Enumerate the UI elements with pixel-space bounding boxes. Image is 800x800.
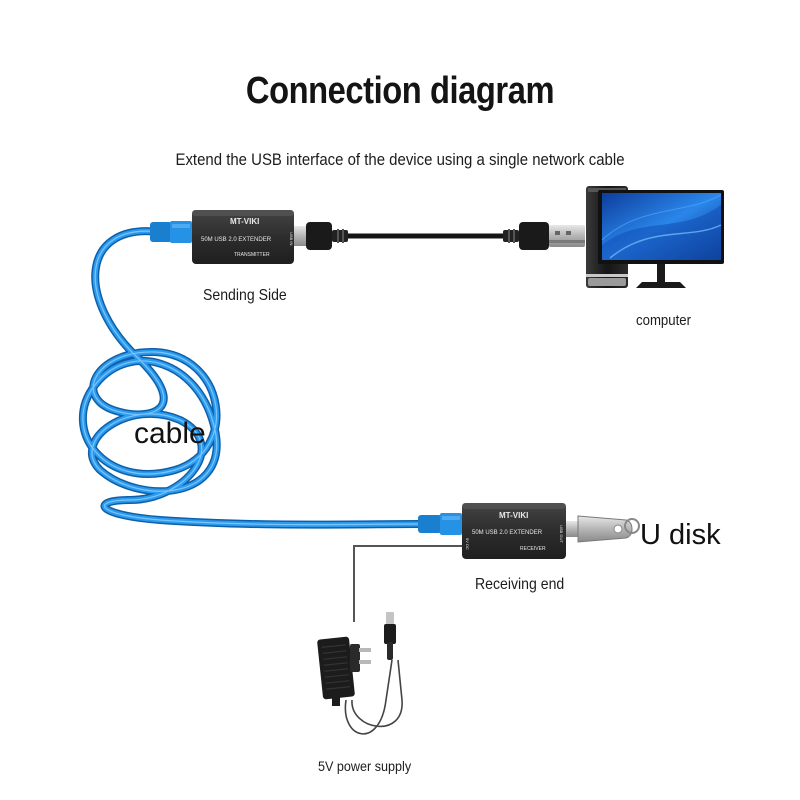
- rj45-plug-icon: [150, 221, 192, 243]
- label-cable: cable: [134, 417, 206, 450]
- power-adapter-icon: [317, 612, 396, 706]
- label-u-disk: U disk: [640, 519, 721, 551]
- receiver-model: 50M USB 2.0 EXTENDER: [472, 530, 543, 536]
- network-cable-icon: [79, 227, 424, 529]
- power-cable-icon: [344, 545, 462, 735]
- page-subtitle: Extend the USB interface of the device u…: [175, 150, 625, 169]
- label-power-supply: 5V power supply: [318, 758, 412, 774]
- receiver-box-icon: MT-VIKI 50M USB 2.0 EXTENDER RECEIVER 5V…: [462, 503, 566, 559]
- transmitter-box-icon: MT-VIKI 50M USB 2.0 EXTENDER TRANSMITTER…: [192, 210, 294, 264]
- usb-plug-icon: [549, 225, 585, 247]
- monitor-icon: [598, 190, 724, 288]
- usb-flash-drive-icon: [566, 515, 640, 543]
- transmitter-model: 50M USB 2.0 EXTENDER: [201, 237, 272, 243]
- transmitter-role: TRANSMITTER: [234, 252, 270, 258]
- receiver-role: RECEIVER: [520, 546, 546, 552]
- receiver-port-right-label: USB OUT: [559, 525, 564, 543]
- rj45-plug-receiver-icon: [418, 513, 462, 535]
- page-title: Connection diagram: [245, 70, 555, 112]
- usb-cable-icon: [294, 222, 549, 250]
- label-computer: computer: [636, 312, 692, 329]
- transmitter-brand: MT-VIKI: [230, 217, 259, 226]
- label-sending-side: Sending Side: [203, 287, 287, 304]
- receiver-port-left-label: 5V DC: [465, 538, 470, 550]
- transmitter-port-label: USB IN: [289, 232, 294, 245]
- label-receiving-end: Receiving end: [475, 576, 565, 593]
- receiver-brand: MT-VIKI: [499, 511, 528, 520]
